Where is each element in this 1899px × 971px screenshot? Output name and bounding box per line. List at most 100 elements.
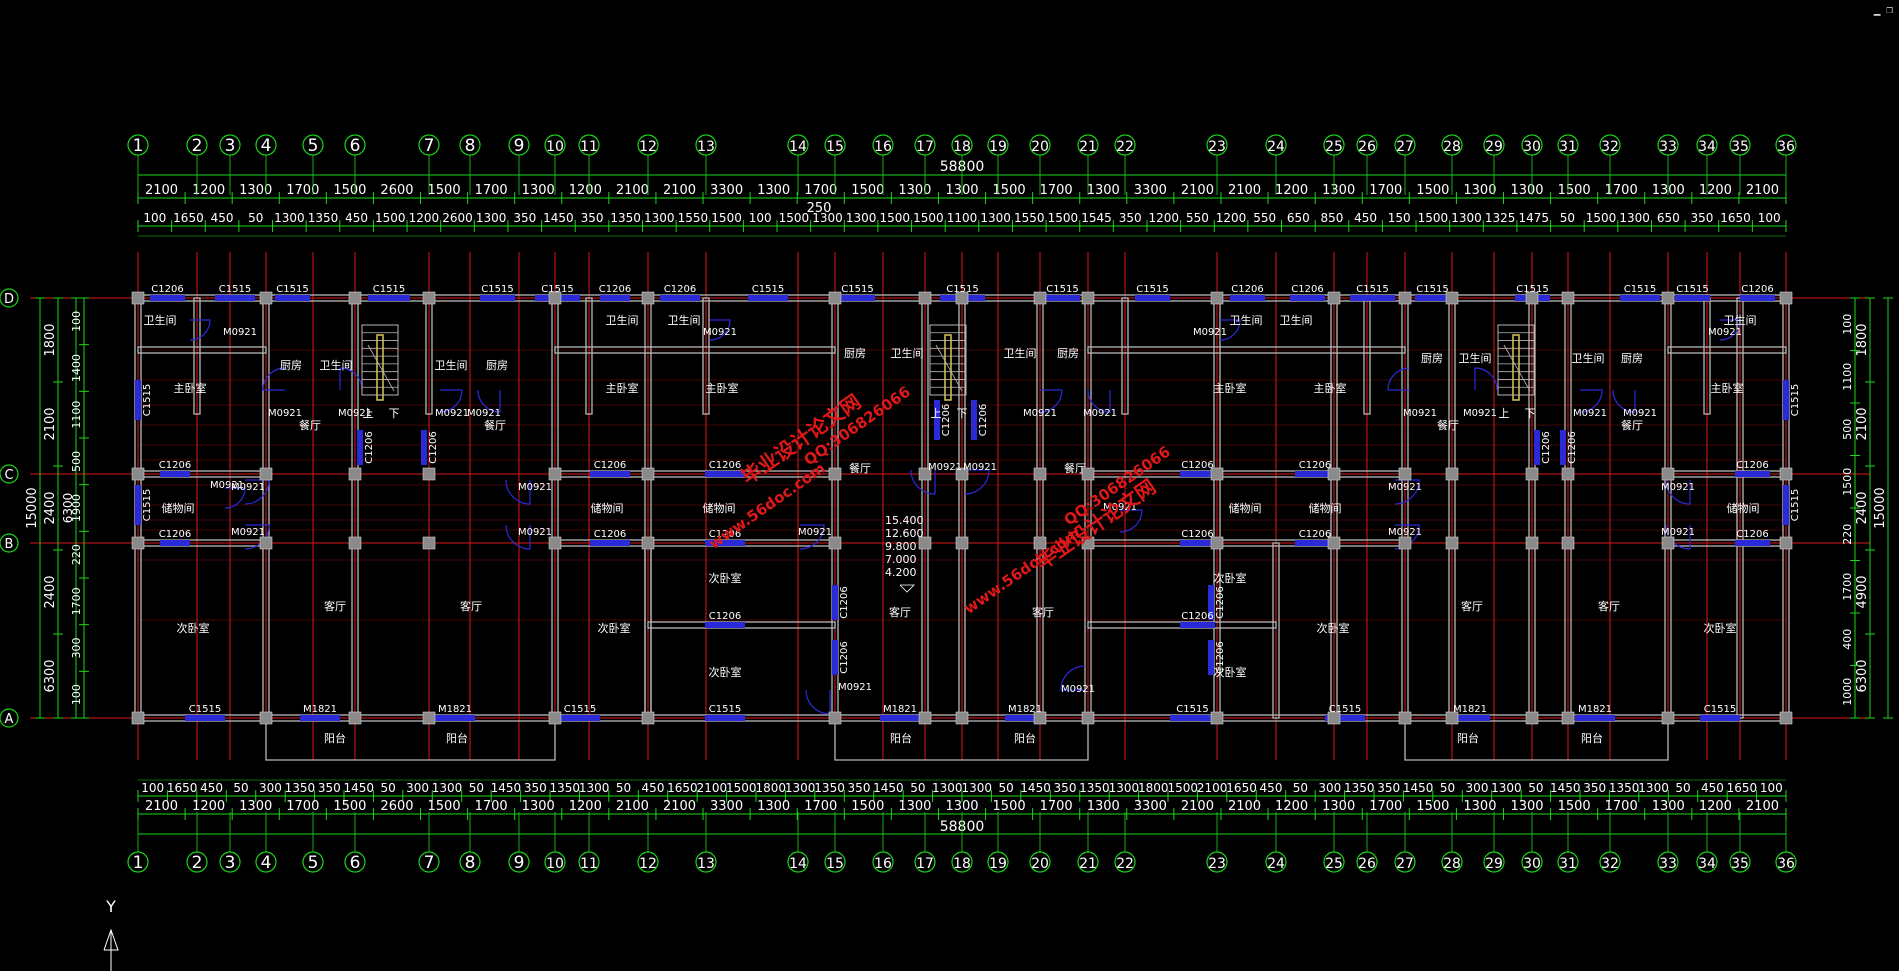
room-label: 客厅 <box>460 599 482 613</box>
dimension-text: 1700 <box>286 183 319 198</box>
window <box>880 715 920 721</box>
door-tag: M0921 <box>703 327 737 338</box>
dimension-text: 2600 <box>380 183 413 198</box>
grid-bubble-label: 20 <box>1031 139 1049 155</box>
grid-bubble-label: 33 <box>1659 856 1677 872</box>
room-label: 主卧室 <box>1711 381 1744 395</box>
grid-bubble-label: 32 <box>1601 139 1619 155</box>
grid-bubble-label: 25 <box>1325 139 1343 155</box>
door <box>1219 319 1241 341</box>
grid-bubble-label: 10 <box>546 139 564 155</box>
column <box>1210 467 1224 481</box>
column <box>918 711 932 725</box>
column <box>1033 711 1047 725</box>
door <box>964 469 990 495</box>
dimension-text: 2100 <box>1228 183 1261 198</box>
room-label: 厨房 <box>844 347 866 360</box>
column <box>955 711 969 725</box>
dimension-text: 300 <box>406 781 429 795</box>
window-tag: C1206 <box>594 460 626 471</box>
door <box>799 524 825 550</box>
column <box>918 467 932 481</box>
column <box>1327 467 1341 481</box>
dimension-text: 1300 <box>1451 211 1482 225</box>
door <box>1612 389 1636 413</box>
window <box>1735 540 1770 546</box>
door-tag: M0921 <box>210 480 244 491</box>
dimension-text: 1650 <box>667 781 698 795</box>
grid-bubble-label: 5 <box>308 136 319 156</box>
window-tag: C1515 <box>142 384 153 416</box>
window-tag: C1206 <box>159 529 191 540</box>
dimension-text: 1300 <box>644 211 675 225</box>
dimension-text: 2100 <box>616 183 649 198</box>
door <box>189 319 211 341</box>
dimension-text: 1500 <box>1586 211 1617 225</box>
left-dim-mid: 6300 <box>61 493 75 524</box>
stair-down-label: 下 <box>1525 407 1536 420</box>
restore-icon[interactable]: ❐ <box>1886 3 1893 16</box>
door-tag: M0921 <box>518 527 552 538</box>
dimension-text: 1350 <box>1609 781 1640 795</box>
door-tag: M0921 <box>1388 482 1422 493</box>
column <box>1445 291 1459 305</box>
stair-up-label: 上 <box>931 407 942 420</box>
dimension-text: 1300 <box>1510 799 1543 814</box>
door-swing <box>505 524 531 550</box>
grid-bubble-label: 32 <box>1601 856 1619 872</box>
window-tag: C1206 <box>1736 460 1768 471</box>
door-tag: M0921 <box>467 408 501 419</box>
door <box>477 389 501 413</box>
dimension-text: 450 <box>200 781 223 795</box>
window <box>971 400 977 440</box>
minimize-icon[interactable]: ▁ <box>1873 3 1881 16</box>
window <box>1208 585 1214 620</box>
column <box>131 711 145 725</box>
dimension-text: 3300 <box>1134 799 1167 814</box>
dimension-text: 1500 <box>779 211 810 225</box>
dimension-text: 1300 <box>980 211 1011 225</box>
dimension-text: 650 <box>1287 211 1310 225</box>
dimension-text: 50 <box>1675 781 1690 795</box>
room-label: 厨房 <box>1621 352 1643 365</box>
window-tag: C1206 <box>1215 641 1226 673</box>
column <box>1661 536 1675 550</box>
stair-arrow <box>367 344 395 392</box>
grid-bubble-label: 23 <box>1208 139 1226 155</box>
dimension-text: 1300 <box>1463 799 1496 814</box>
column <box>1327 536 1341 550</box>
window-tag: C1206 <box>1215 586 1226 618</box>
door-swing <box>189 319 211 341</box>
dimension-text: 350 <box>1583 781 1606 795</box>
grid-bubble-label: 14 <box>789 139 807 155</box>
dimension-text: 1500 <box>428 799 461 814</box>
dimension-text: 1650 <box>173 211 204 225</box>
stair-down-label: 下 <box>957 407 968 420</box>
door-swing <box>1060 665 1086 691</box>
door <box>244 479 270 505</box>
grid-bubble-label: 16 <box>874 856 892 872</box>
grid-bubble-label: 1 <box>133 853 144 873</box>
room-label: 储物间 <box>1309 501 1342 515</box>
dimension-text: 350 <box>1119 211 1142 225</box>
grid-bubble-label: 29 <box>1485 139 1503 155</box>
door <box>1665 524 1691 550</box>
door-swing <box>1474 367 1498 391</box>
door-tag: M0921 <box>231 527 265 538</box>
door <box>910 469 936 495</box>
dimension-text: 1350 <box>814 781 845 795</box>
dimension-text: 1300 <box>274 211 305 225</box>
dimension-text: 1300 <box>239 183 272 198</box>
dimension-text: 1200 <box>569 799 602 814</box>
door-swing <box>477 389 501 413</box>
window-tag: C1515 <box>1704 704 1736 715</box>
column <box>1561 467 1575 481</box>
dimension-text: 1300 <box>757 183 790 198</box>
stair <box>1497 324 1535 401</box>
dimension-text: 1700 <box>1369 183 1402 198</box>
dimension-text: 450 <box>642 781 665 795</box>
window <box>1135 295 1170 301</box>
window-tag: C1206 <box>428 431 439 463</box>
dimension-text: 550 <box>1253 211 1276 225</box>
